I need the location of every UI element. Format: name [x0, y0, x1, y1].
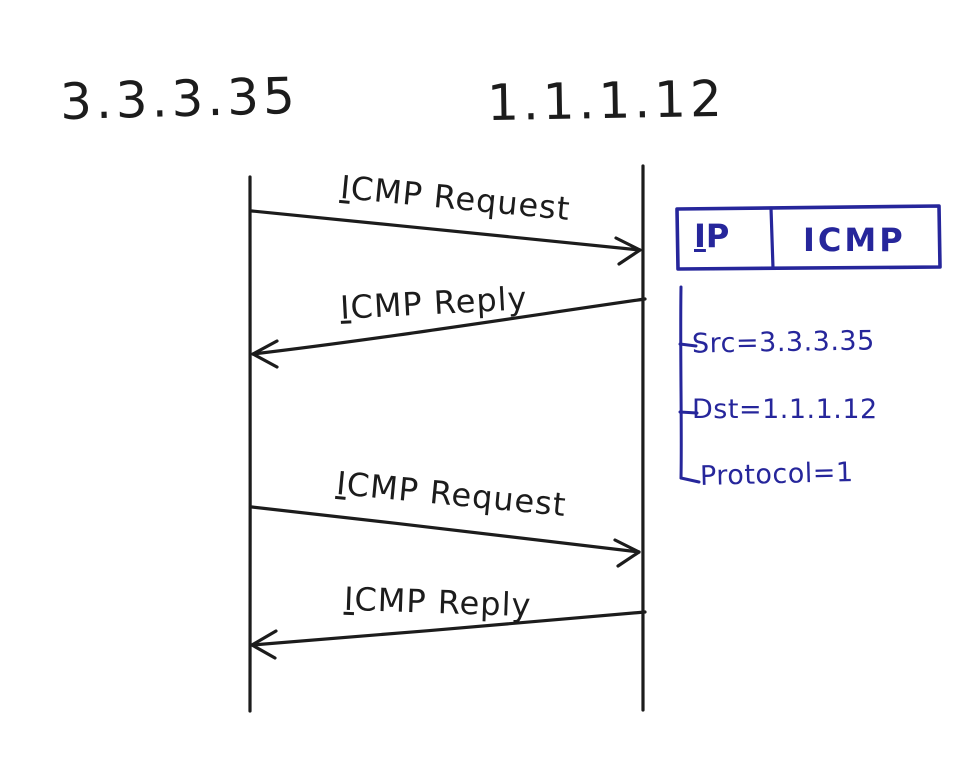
message-label-reply-2: ICMP Reply [343, 579, 533, 625]
message-arrow-request-2 [250, 505, 641, 554]
arrowhead-right-2 [613, 538, 641, 568]
field-tick-protocol [679, 476, 701, 484]
lifeline-left [248, 175, 252, 713]
message-arrow-reply-1 [251, 297, 647, 356]
packet-segment-ip: IP [694, 217, 730, 255]
message-arrow-request-1 [250, 209, 642, 252]
packet-field-dst: Dst=1.1.1.12 [692, 394, 878, 425]
endpoint-label-right: 1.1.1.12 [486, 69, 727, 133]
packet-box [675, 204, 942, 271]
message-arrow-reply-2 [250, 610, 647, 647]
field-bracket-line [679, 285, 683, 480]
field-tick-dst [678, 410, 699, 415]
lifeline-right [641, 164, 645, 712]
packet-box-divider [769, 206, 775, 270]
endpoint-label-left: 3.3.3.35 [59, 66, 300, 132]
packet-field-protocol: Protocol=1 [699, 456, 854, 493]
field-tick-src [678, 342, 698, 348]
packet-segment-icmp: ICMP [803, 221, 906, 259]
packet-field-src: Src=3.3.3.35 [691, 325, 876, 360]
arrowhead-left-1 [251, 339, 279, 369]
arrowhead-right-1 [614, 236, 642, 266]
arrowhead-left-2 [250, 629, 278, 660]
